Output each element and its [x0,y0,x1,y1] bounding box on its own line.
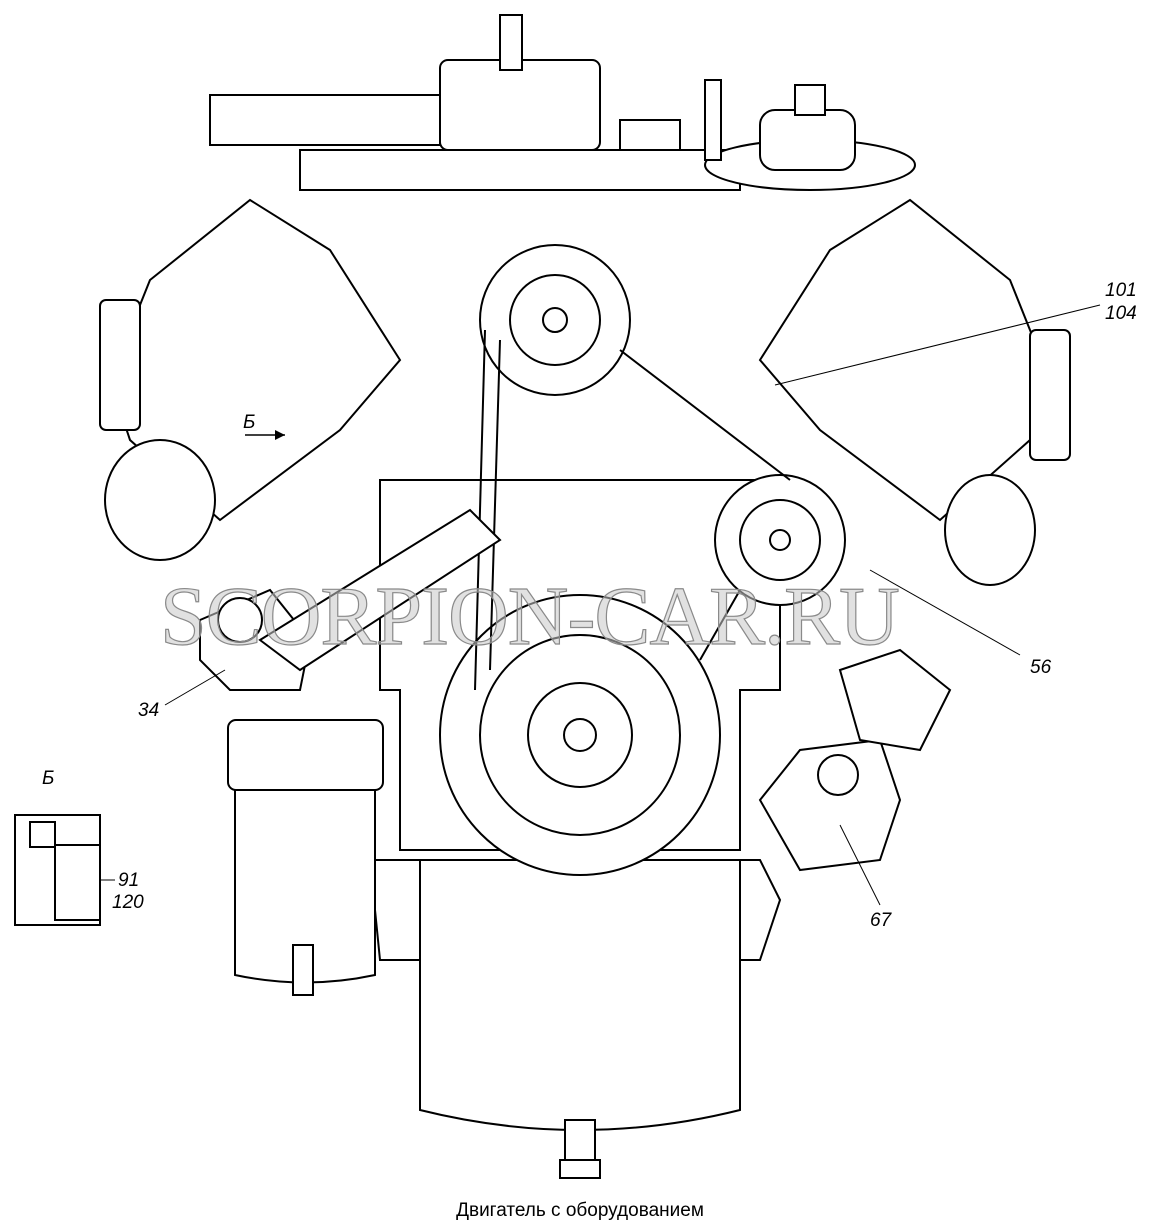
callout-56: 56 [1030,657,1052,678]
callout-67: 67 [870,910,892,931]
callout-120: 120 [112,892,144,913]
leader-lines [80,304,1101,906]
pump-34 [199,508,502,691]
view-marker: Б [243,412,256,433]
callout-101: 101 [1105,280,1137,301]
watermark: SCORPION-CAR.RU [159,569,900,663]
top-assembly [209,14,916,191]
callout-34: 34 [138,700,160,721]
inset-title: Б [42,768,55,789]
oil-filter [227,719,384,996]
inset-view [14,814,101,926]
figure-caption: Двигатель с оборудованием [456,1200,704,1221]
callout-104: 104 [1105,303,1137,324]
cylinder-banks [99,198,1071,586]
pulleys [439,244,846,876]
part-67 [758,648,952,872]
callout-91: 91 [118,870,140,891]
